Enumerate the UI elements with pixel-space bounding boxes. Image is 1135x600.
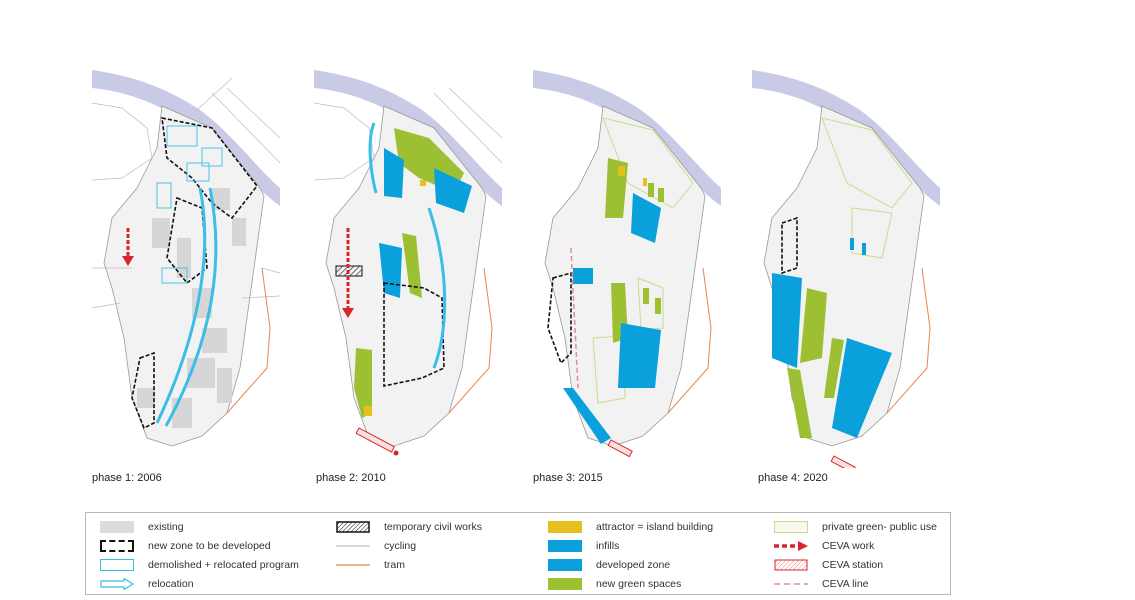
river bbox=[314, 70, 502, 206]
legend-label: existing bbox=[148, 521, 184, 533]
tram-line-icon bbox=[336, 564, 370, 566]
legend-label: temporary civil works bbox=[384, 521, 483, 533]
river bbox=[92, 70, 280, 206]
legend-label: relocation bbox=[148, 578, 194, 590]
existing-swatch bbox=[100, 521, 134, 533]
river bbox=[533, 70, 721, 206]
river bbox=[752, 70, 940, 206]
private-green-swatch bbox=[774, 521, 808, 533]
legend-label: new zone to be developed bbox=[148, 540, 271, 552]
legend-label: cycling bbox=[384, 540, 417, 552]
demolished-swatch bbox=[100, 559, 134, 571]
attractor-swatch bbox=[548, 521, 582, 533]
ceva-station bbox=[355, 427, 399, 456]
map-phase-3 bbox=[533, 68, 721, 468]
ceva-work-arrow bbox=[122, 228, 134, 266]
new-zone-swatch bbox=[100, 540, 134, 552]
legend-label: new green spaces bbox=[596, 578, 682, 590]
phase-label-2: phase 2: 2010 bbox=[316, 472, 386, 484]
legend-label: CEVA line bbox=[822, 578, 869, 590]
legend-label: developed zone bbox=[596, 559, 671, 571]
map-phase-4 bbox=[752, 68, 940, 468]
phase-label-3: phase 3: 2015 bbox=[533, 472, 603, 484]
legend-label: attractor = island building bbox=[596, 521, 714, 533]
site-outline bbox=[544, 105, 706, 447]
ceva-line-icon bbox=[774, 583, 808, 585]
relocation-arrow-icon bbox=[100, 578, 134, 590]
legend-label: private green- public use bbox=[822, 521, 937, 533]
legend-label: infills bbox=[596, 540, 620, 552]
ceva-work-arrow-icon bbox=[774, 541, 808, 551]
map-phase-1 bbox=[92, 68, 280, 468]
temp-works-swatch bbox=[336, 521, 370, 533]
green-swatch bbox=[548, 578, 582, 590]
phase-label-4: phase 4: 2020 bbox=[758, 472, 828, 484]
phase-label-1: phase 1: 2006 bbox=[92, 472, 162, 484]
legend-label: tram bbox=[384, 559, 405, 571]
ceva-station-swatch bbox=[774, 559, 808, 571]
cycling-line-icon bbox=[336, 545, 370, 547]
developed-swatch bbox=[548, 559, 582, 571]
legend: existing new zone to be developed demoli… bbox=[85, 512, 951, 595]
legend-label: CEVA work bbox=[822, 540, 875, 552]
map-phase-2 bbox=[314, 68, 502, 468]
legend-label: CEVA station bbox=[822, 559, 884, 571]
legend-label: demolished + relocated program bbox=[148, 559, 299, 571]
infills-swatch bbox=[548, 540, 582, 552]
